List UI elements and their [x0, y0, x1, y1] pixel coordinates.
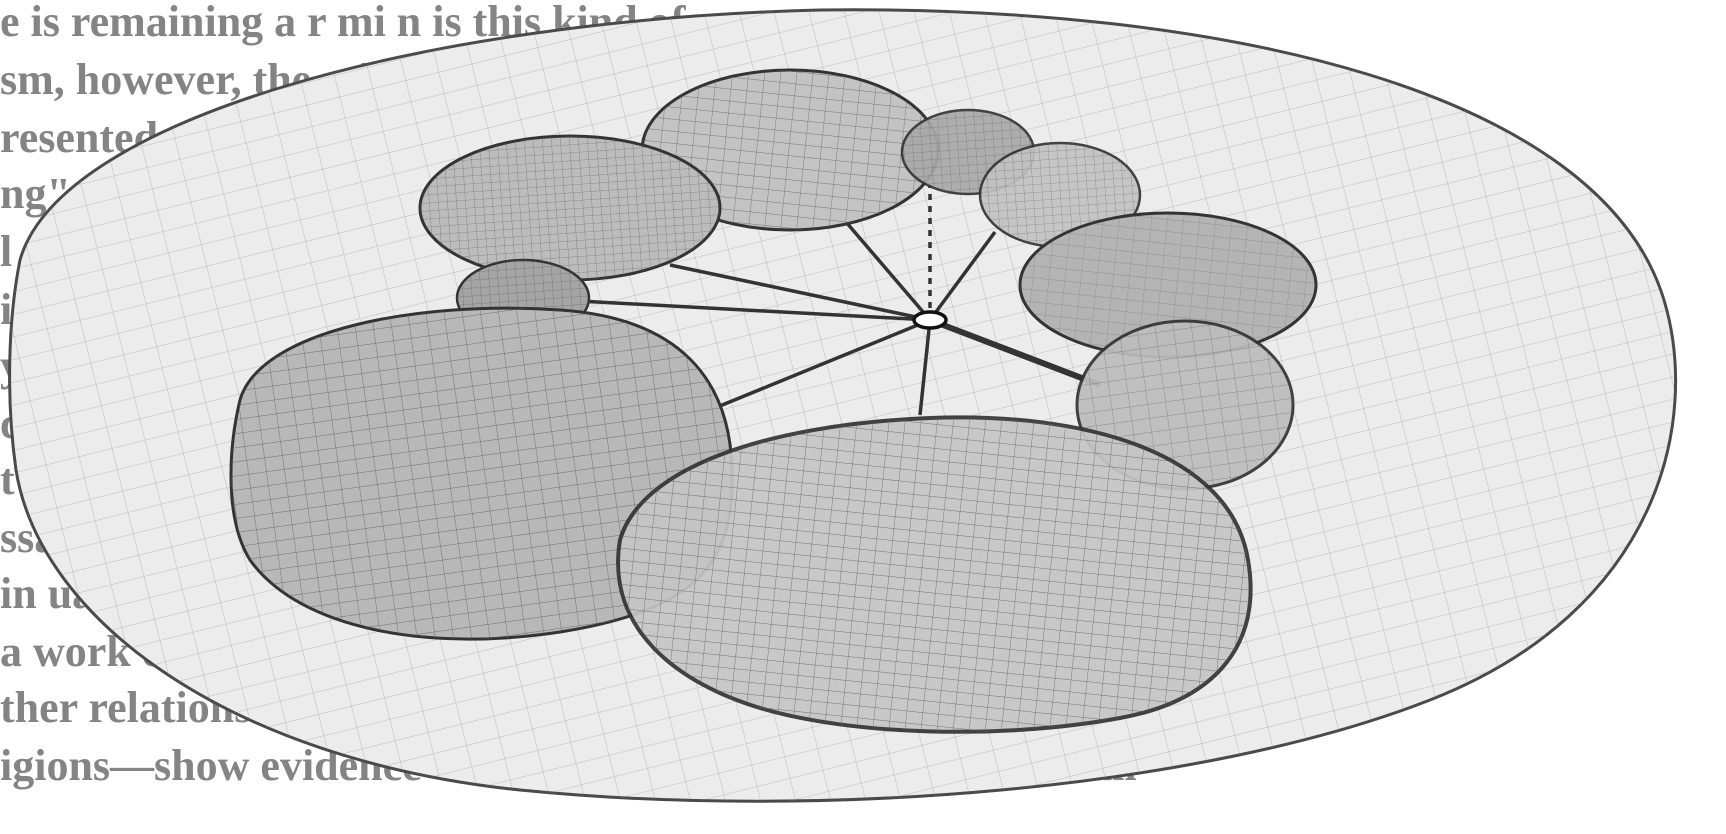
sphere-large-front: [618, 417, 1251, 731]
sphere-top-left: [420, 136, 720, 280]
hub-node: [914, 312, 946, 328]
